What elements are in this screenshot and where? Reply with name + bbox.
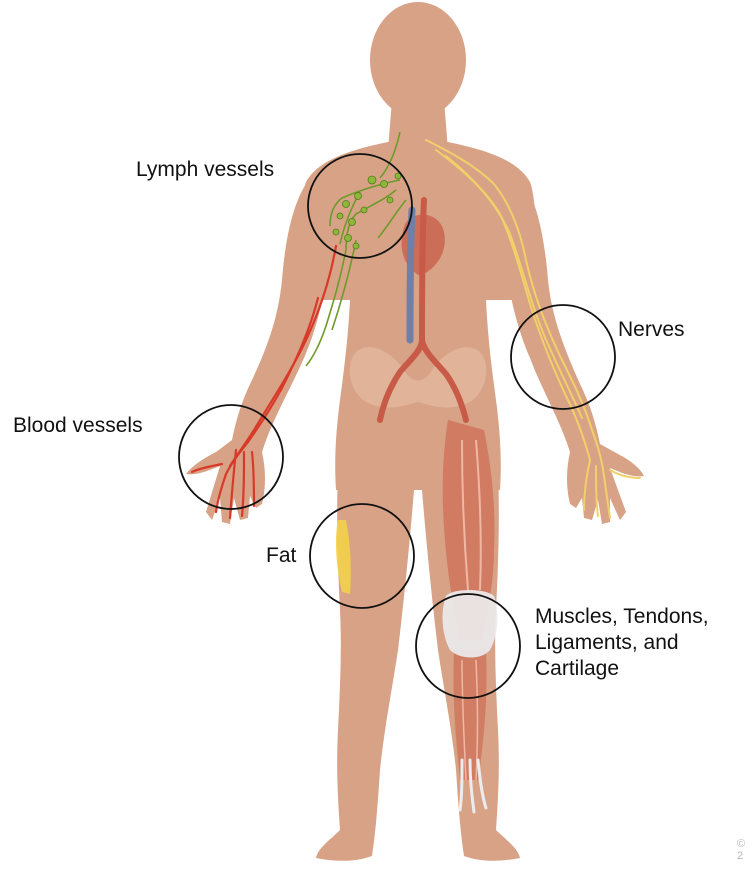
right-arm <box>501 172 644 524</box>
vena-cava <box>410 210 412 340</box>
label-muscles-line3: Cartilage <box>535 656 619 681</box>
label-nerves: Nerves <box>618 317 685 342</box>
label-lymph-vessels: Lymph vessels <box>136 157 274 182</box>
left-leg <box>316 470 414 861</box>
knee-ligaments <box>443 590 498 658</box>
copyright-notice: © 2 <box>737 838 754 862</box>
label-muscles-line2: Ligaments, and <box>535 630 679 655</box>
label-muscles-line1: Muscles, Tendons, <box>535 604 709 629</box>
label-fat: Fat <box>266 543 296 568</box>
label-blood-vessels: Blood vessels <box>13 413 143 438</box>
